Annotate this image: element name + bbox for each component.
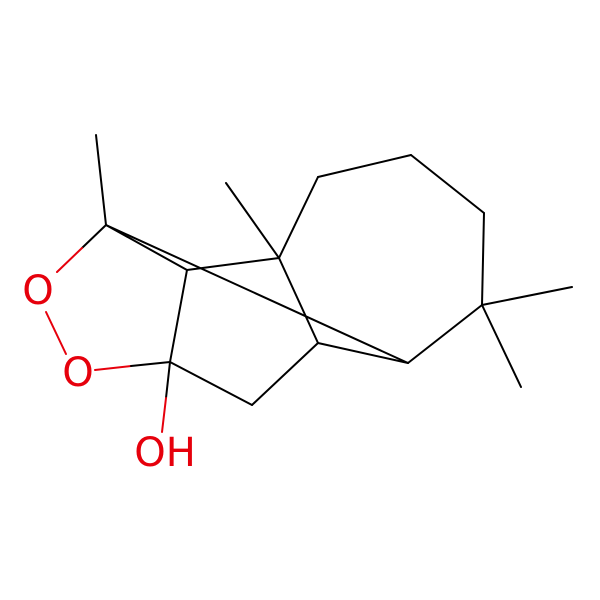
atom-label-oxygen: O bbox=[62, 350, 93, 396]
bond bbox=[130, 361, 171, 367]
bond bbox=[407, 304, 483, 364]
bond bbox=[278, 176, 319, 259]
bond bbox=[161, 397, 167, 433]
bond bbox=[105, 224, 188, 271]
bond bbox=[95, 134, 107, 226]
bond bbox=[317, 342, 409, 364]
bond bbox=[278, 257, 319, 344]
bond bbox=[317, 154, 412, 178]
bond bbox=[169, 361, 253, 406]
bond bbox=[410, 154, 485, 214]
bond bbox=[105, 224, 409, 364]
bond bbox=[56, 247, 83, 273]
bond bbox=[481, 286, 573, 306]
bonds bbox=[45, 134, 573, 433]
bond bbox=[169, 269, 188, 363]
atom-label-hydroxyl: OH bbox=[134, 430, 196, 476]
bond bbox=[81, 224, 107, 249]
bond bbox=[45, 311, 67, 355]
bond bbox=[481, 304, 522, 388]
bond bbox=[165, 361, 171, 399]
bond bbox=[481, 212, 485, 306]
atom-labels: O O OH bbox=[22, 268, 196, 476]
bond bbox=[225, 182, 280, 259]
bond bbox=[94, 365, 132, 371]
atom-label-oxygen: O bbox=[22, 268, 53, 314]
bond bbox=[251, 342, 319, 406]
